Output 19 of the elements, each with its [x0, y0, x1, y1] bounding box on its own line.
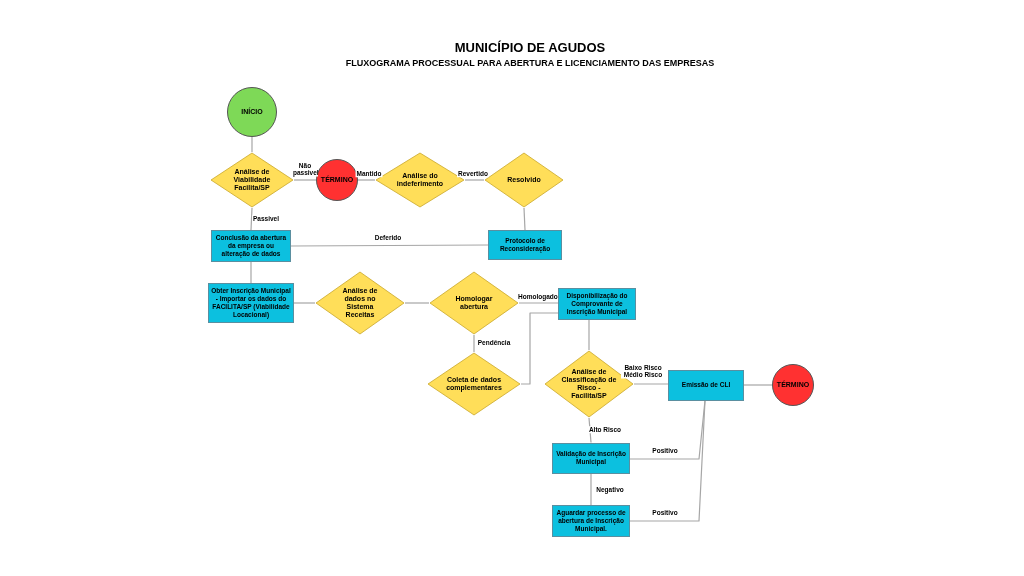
connector-line: [588, 319, 590, 351]
connector-line: [464, 179, 485, 181]
connector-line: [293, 179, 317, 181]
diagram-title: MUNICÍPIO DE AGUDOS: [453, 39, 607, 57]
connector-line: [250, 261, 252, 284]
connector-line: [357, 179, 376, 181]
connector-line: [290, 244, 489, 247]
connector-line: [518, 302, 559, 304]
connector-line: [629, 399, 706, 522]
connector-line: [590, 472, 592, 506]
connector-line: [473, 334, 475, 353]
connector-line: [523, 207, 526, 231]
connector-line: [404, 302, 430, 304]
connector-line: [633, 383, 669, 385]
diagram-subtitle: FLUXOGRAMA PROCESSUAL PARA ABERTURA E LICENCIAMENTO DAS EMPRESAS: [344, 57, 716, 70]
connector-line: [251, 136, 253, 153]
connector-line: [293, 302, 316, 304]
connector-line: [743, 384, 773, 386]
connector-line: [520, 312, 559, 385]
